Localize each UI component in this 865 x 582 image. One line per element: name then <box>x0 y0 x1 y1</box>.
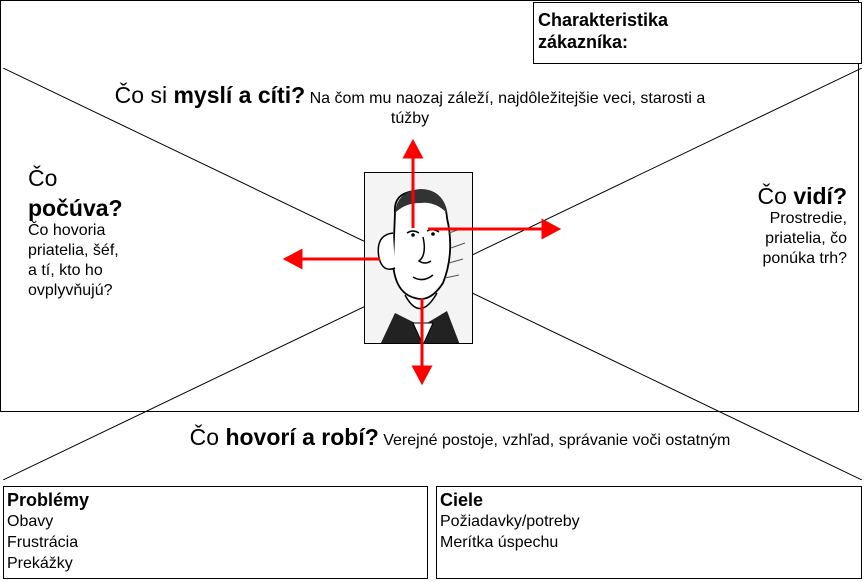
problems-title: Problémy <box>7 490 90 510</box>
see-section: Čo vidí? Prostredie, priatelia, čo ponúk… <box>705 183 847 269</box>
see-desc-2: priatelia, čo <box>765 230 847 247</box>
problems-item-2: Frustrácia <box>7 534 79 551</box>
problems-box: Problémy Obavy Frustrácia Prekážky <box>3 486 428 579</box>
say-do-section: Čo hovorí a robí? Verejné postoje, vzhľa… <box>150 424 770 451</box>
think-question-bold: myslí a cíti? <box>173 82 306 108</box>
think-description: Na čom mu naozaj záleží, najdôležitejšie… <box>305 90 706 127</box>
customer-title-line1: Charakteristika <box>538 10 669 30</box>
empathy-map-frame <box>0 0 859 412</box>
goals-title: Ciele <box>440 490 484 510</box>
think-question-pre: Čo si <box>114 82 174 108</box>
hear-desc-1: Čo hovoria <box>28 222 106 239</box>
hear-desc-3: a tí, kto ho <box>28 262 103 279</box>
say-question-pre: Čo <box>189 424 226 450</box>
hear-section: Čo počúva? Čo hovoria priatelia, šéf, a … <box>28 165 158 301</box>
see-question-bold: vidí? <box>793 183 847 209</box>
hear-desc-4: ovplyvňujú? <box>28 282 113 299</box>
customer-title-line2: zákazníka: <box>538 32 629 52</box>
caricature-portrait-icon <box>364 172 473 344</box>
arrow-down-head-icon <box>411 365 433 386</box>
customer-characteristic-box: Charakteristika zákazníka: <box>533 2 862 64</box>
say-question-bold: hovorí a robí? <box>225 424 379 450</box>
arrow-up-head-icon <box>402 138 424 159</box>
say-description: Verejné postoje, vzhľad, správanie voči … <box>378 432 731 449</box>
hear-question-pre: Čo <box>28 165 58 191</box>
problems-item-3: Prekážky <box>7 555 73 572</box>
goals-box: Ciele Požiadavky/potreby Merítka úspechu <box>436 486 862 579</box>
arrow-right-head-icon <box>541 218 562 240</box>
see-desc-3: ponúka trh? <box>762 250 847 267</box>
goals-item-1: Požiadavky/potreby <box>440 513 580 530</box>
see-question-pre: Čo <box>757 183 794 209</box>
arrow-left-head-icon <box>282 248 303 270</box>
problems-item-1: Obavy <box>7 513 54 530</box>
think-feel-section: Čo si myslí a cíti? Na čom mu naozaj zál… <box>100 82 720 129</box>
goals-item-2: Merítka úspechu <box>440 534 559 551</box>
see-desc-1: Prostredie, <box>769 210 847 227</box>
hear-desc-2: priatelia, šéf, <box>28 242 119 259</box>
hear-question-bold: počúva? <box>28 195 123 221</box>
